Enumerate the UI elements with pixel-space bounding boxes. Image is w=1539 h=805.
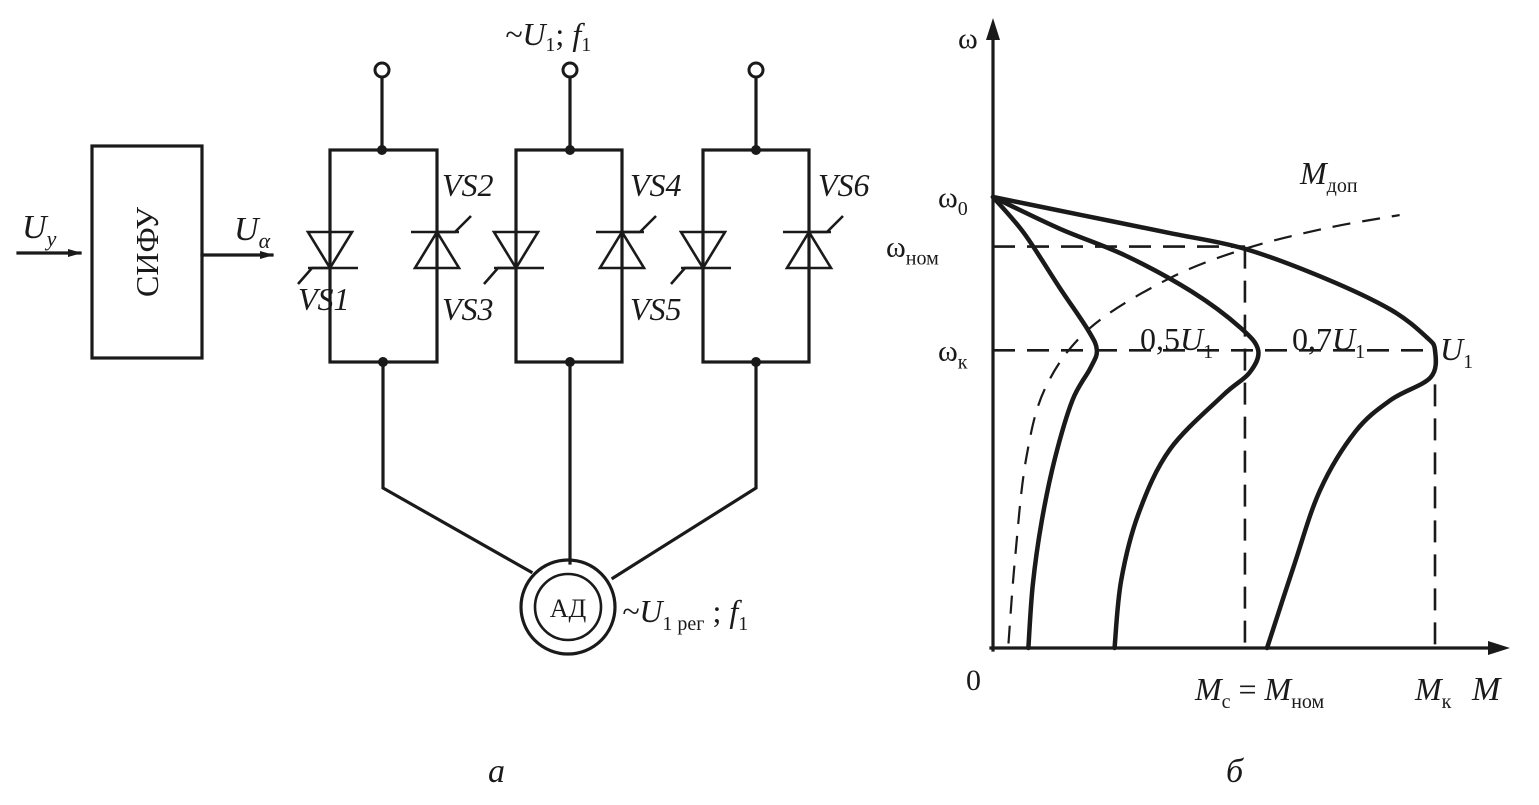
control-block-sifu: СИФУ <box>90 144 204 360</box>
panel-b-caption: б <box>1226 753 1245 790</box>
motor-voltage-label: ~U1 рег ; f1 <box>622 593 748 635</box>
thyristor-gate <box>297 266 330 285</box>
y-tick-label-2: ωк <box>938 334 968 373</box>
control-block-label: СИФУ <box>129 207 165 297</box>
thyristor-vs6 <box>783 215 844 270</box>
phase-branch-3 <box>670 61 844 367</box>
thyristor-label-vs1: VS1 <box>298 281 350 317</box>
series-label-0: 0,5U1 <box>1140 321 1213 363</box>
junction-dot-top <box>565 145 575 155</box>
series-layer <box>990 194 1439 651</box>
y-tick-label-1: ωном <box>886 231 939 270</box>
torque-axis-arrow <box>1488 641 1510 655</box>
thyristor-label-vs6: VS6 <box>818 167 870 203</box>
motor-wire-phase-1 <box>381 363 534 575</box>
thyristor-label-vs2: VS2 <box>442 167 494 203</box>
characteristics-chart: ω 0 ω0 ωном ωк Mс = Mном Mк 0,5U1 0,7U1 U1 Mдо… <box>886 18 1510 790</box>
phase-branch-1 <box>297 61 472 367</box>
thyristor-label-vs4: VS4 <box>630 167 682 203</box>
thyristor-triangle <box>597 229 647 270</box>
input-signal: Uу <box>16 209 82 257</box>
thyristor-label-vs3: VS3 <box>442 291 494 327</box>
thyristor-gate <box>809 215 844 234</box>
thyristor-vs5 <box>670 230 731 285</box>
series-label-1: 0,7U1 <box>1292 321 1365 363</box>
thyristor-vs3 <box>483 230 544 285</box>
series-labels: 0,5U1 0,7U1 U1 Mдоп <box>1140 155 1473 373</box>
motor-label: АД <box>550 594 587 623</box>
junction-dot-top <box>377 145 387 155</box>
omega-axis-arrow <box>986 18 1000 40</box>
thyristor-gate <box>483 266 516 285</box>
thyristor-gate <box>437 215 472 234</box>
motor-outer-circle <box>519 558 617 656</box>
torque-axis-label: M <box>1471 671 1502 708</box>
thyristor-vs4 <box>596 215 657 270</box>
junction-dot-top <box>751 145 761 155</box>
circuit-panel: Uу СИФУ Uα ~U1; f1 VS1 VS2 VS3 VS4 VS5 V… <box>16 16 870 790</box>
series-line-07u1 <box>990 194 1261 651</box>
control-block-rect <box>90 144 204 360</box>
phase-branch-2 <box>483 61 657 367</box>
series-line-05u1 <box>990 194 1100 651</box>
series-line-mдоп <box>1007 213 1400 644</box>
thyristor-gate <box>670 266 703 285</box>
motor-feed-wires <box>381 363 758 581</box>
thyristor-triangle <box>412 229 462 270</box>
thyristor-label-vs5: VS5 <box>630 291 682 327</box>
series-label-3: Mдоп <box>1299 155 1358 197</box>
induction-motor: АД <box>519 558 617 656</box>
series-label-2: U1 <box>1440 331 1473 373</box>
supply-terminal <box>373 61 391 79</box>
output-signal: Uα <box>200 211 274 259</box>
input-signal-label: Uу <box>22 209 57 251</box>
thyristor-triangle <box>678 230 728 271</box>
omega-axis-label: ω <box>958 22 978 55</box>
y-tick-label-0: ω0 <box>938 181 968 220</box>
supply-label: ~U1; f1 <box>505 16 591 56</box>
x-tick-labels: Mс = Mном Mк <box>1194 671 1452 713</box>
origin-label: 0 <box>966 664 981 697</box>
motor-wire-phase-3 <box>610 363 758 581</box>
panel-a-caption: а <box>488 753 505 790</box>
series-line-u1 <box>990 194 1439 651</box>
thyristor-gate <box>622 215 657 234</box>
thyristor-vs1 <box>297 230 358 285</box>
x-tick-label-0: Mс = Mном <box>1194 671 1325 713</box>
supply-terminal <box>561 61 579 79</box>
thyristor-vs2 <box>411 215 472 270</box>
junction-dot-bottom <box>751 357 761 367</box>
thyristor-triangle <box>784 229 834 270</box>
y-tick-labels: ω0 ωном ωк <box>886 181 968 373</box>
thyristor-triangle <box>491 230 541 271</box>
junction-dot-bottom <box>565 357 575 367</box>
output-signal-label: Uα <box>234 211 271 253</box>
supply-terminal <box>747 61 765 79</box>
junction-dot-bottom <box>378 357 388 367</box>
x-tick-label-1: Mк <box>1414 671 1452 713</box>
thyristor-triangle <box>305 230 355 271</box>
motor-inner-circle <box>533 572 603 642</box>
